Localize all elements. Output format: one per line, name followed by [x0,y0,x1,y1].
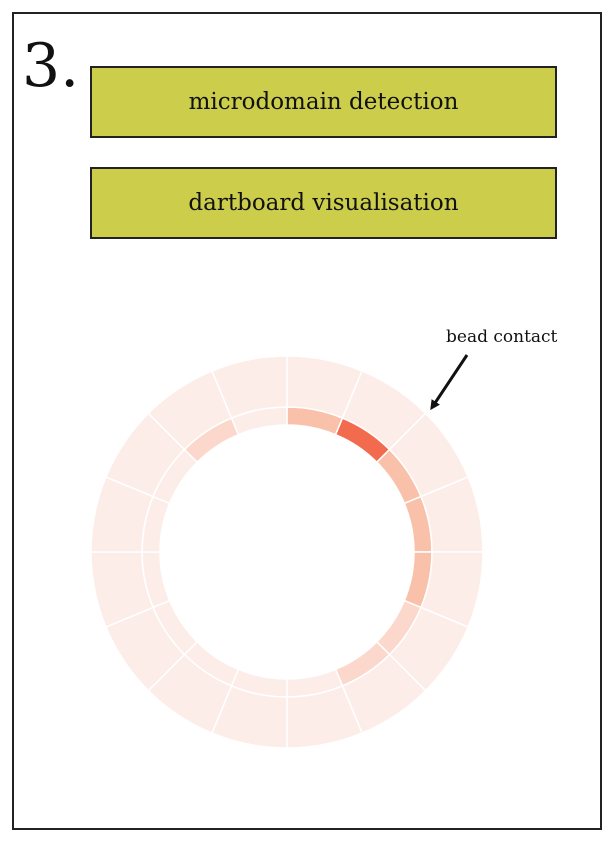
step-box-dartboard-visualisation: dartboard visualisation [90,167,557,239]
dartboard-sector-ring2-16 [211,355,288,420]
figure-panel: 3. microdomain detection dartboard visua… [12,12,602,830]
dartboard-sectors [90,355,484,749]
step-box-microdomain-detection: microdomain detection [90,66,557,138]
bead-contact-label: bead contact [446,327,558,347]
step-number: 3. [22,31,80,101]
bead-contact-arrow [430,354,469,411]
dartboard-plot [90,354,484,749]
